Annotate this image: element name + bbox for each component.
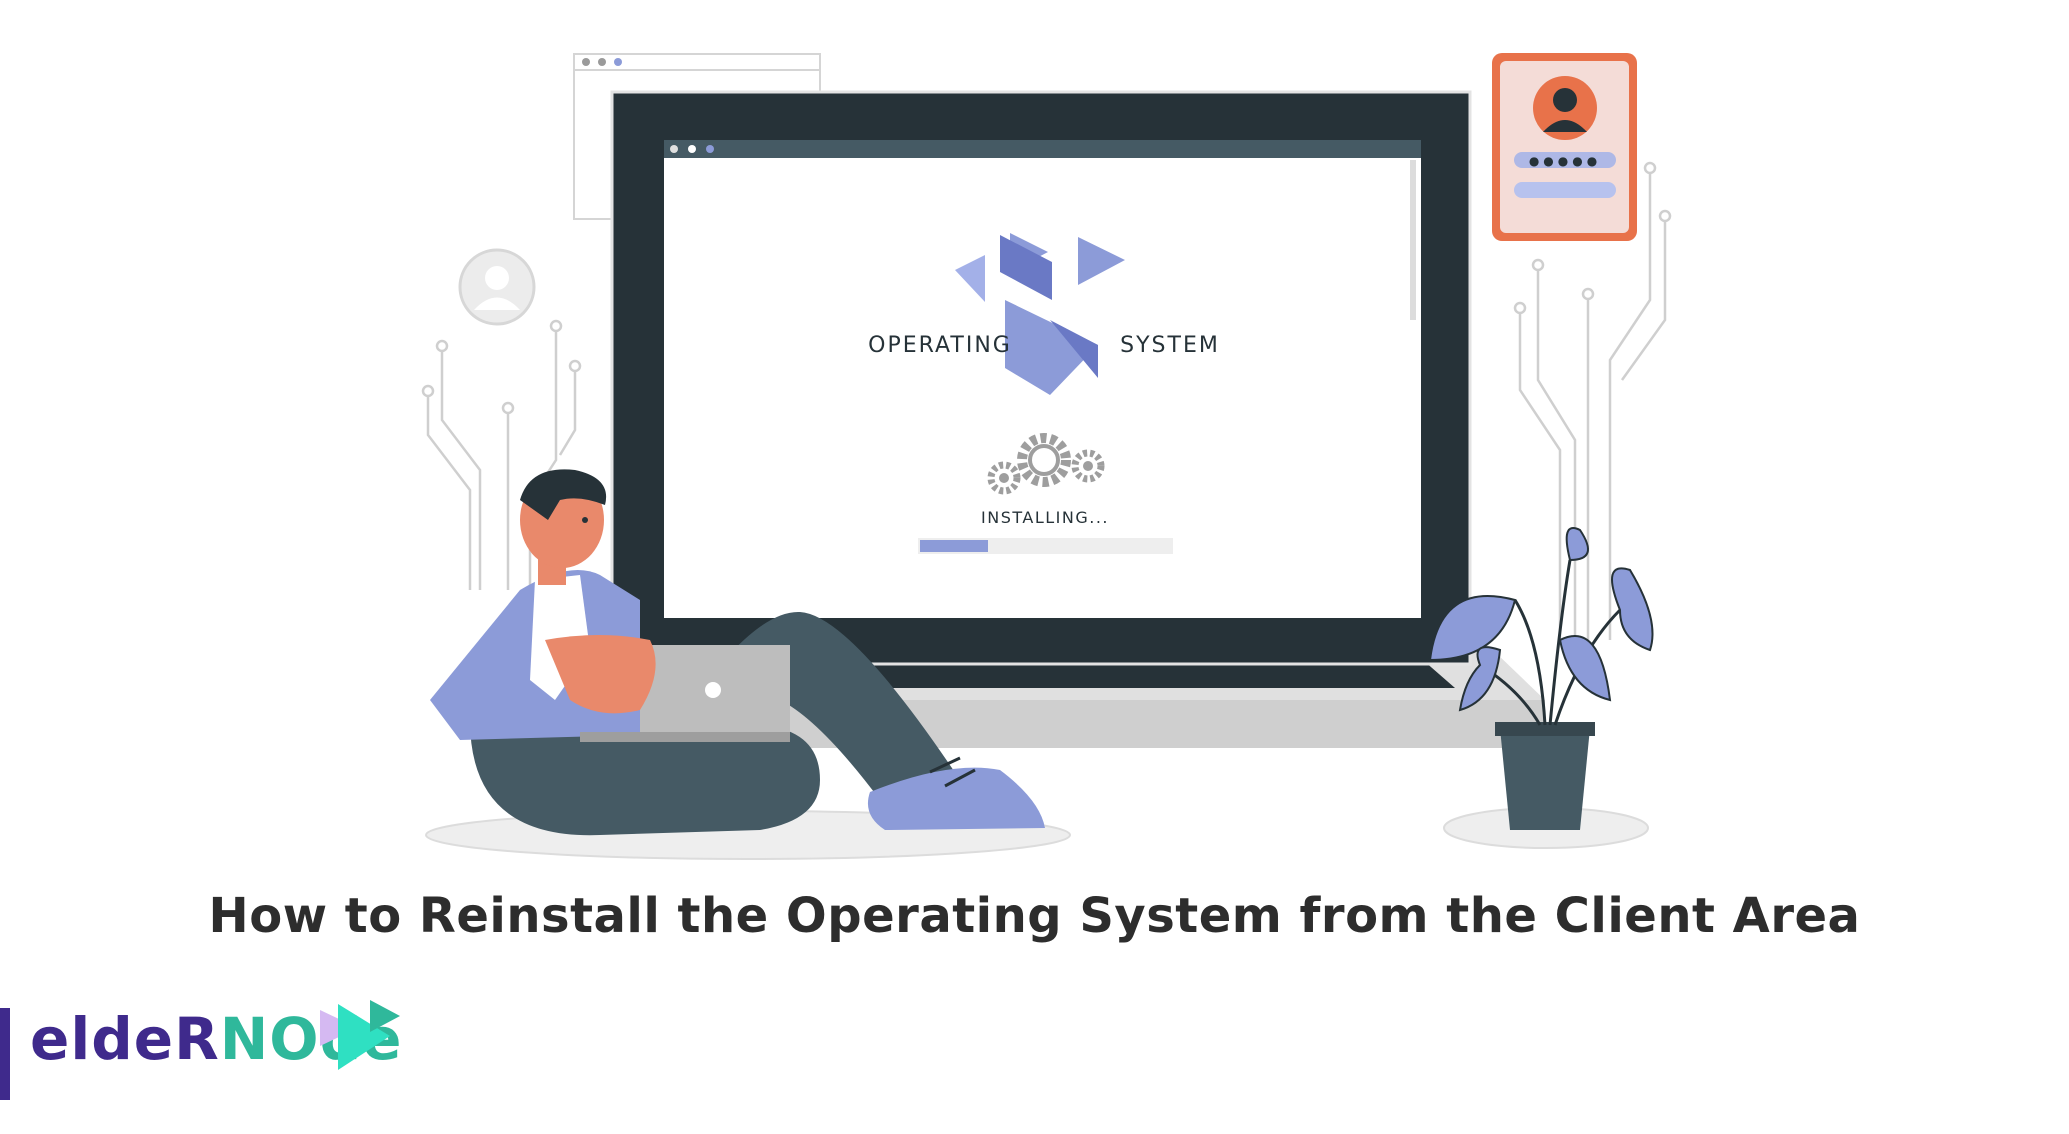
potted-plant: [1428, 527, 1654, 830]
install-progress-fill: [920, 540, 988, 552]
os-brand-line-1: OPERATING: [868, 333, 1012, 358]
article-title: How to Reinstall the Operating System fr…: [208, 888, 1861, 944]
user-avatar-icon: [458, 248, 536, 326]
os-logo-icon: [955, 233, 1125, 395]
logo-play-icon: [320, 1000, 400, 1070]
gears-icon: [987, 433, 1105, 495]
login-card: ●●●●●: [1492, 53, 1637, 241]
os-brand-line-2: SYSTEM: [1120, 333, 1220, 358]
password-mask: ●●●●●: [1529, 154, 1601, 168]
circuit-lines-right: [1513, 161, 1672, 640]
logo-accent-bar: [0, 1008, 10, 1100]
install-progress-bar: [918, 538, 1173, 554]
person-illustration: [430, 469, 1045, 836]
logo-text-part-1: eldeR: [30, 1005, 220, 1073]
installing-status: INSTALLING...: [981, 508, 1109, 527]
